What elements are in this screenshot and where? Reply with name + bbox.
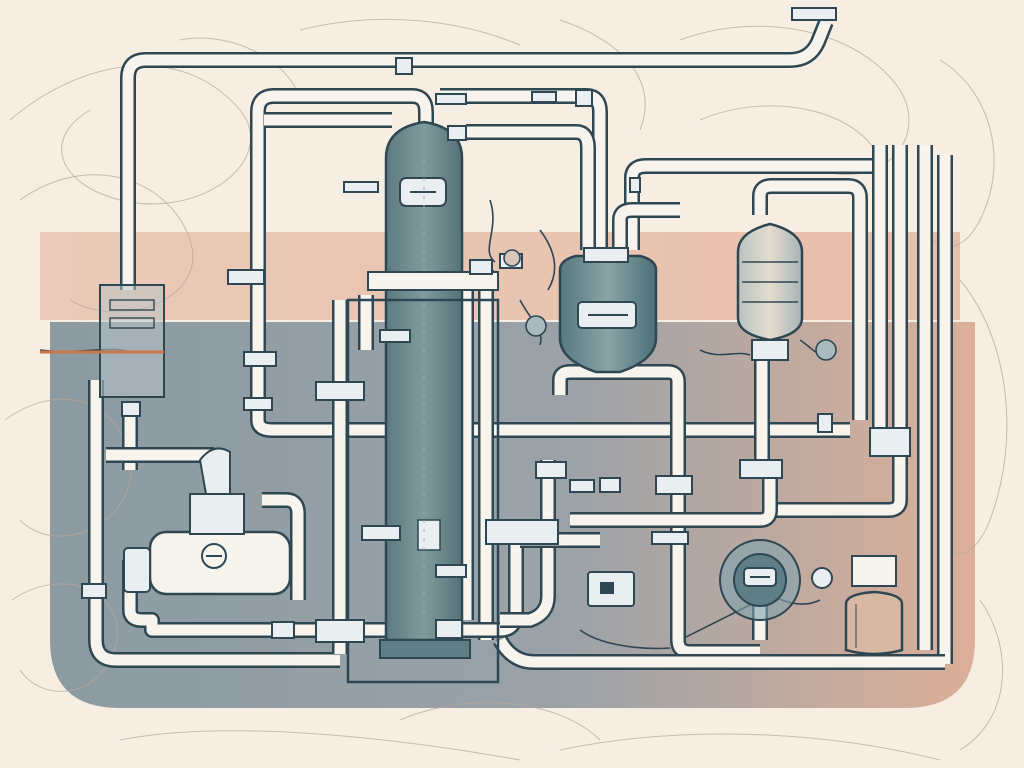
backdrop-band-upper <box>40 232 960 320</box>
column-support-frame <box>346 298 500 684</box>
feed-tank <box>558 247 658 374</box>
pump-unit <box>123 447 292 596</box>
column-top-cap <box>367 271 499 291</box>
small-dials <box>503 249 837 361</box>
pressure-gauge <box>719 539 833 621</box>
receiver-cylinder <box>844 555 904 656</box>
control-panel-box <box>40 284 165 398</box>
flanges <box>81 7 911 643</box>
storage-tank-right <box>736 222 804 361</box>
distillation-column <box>379 120 471 659</box>
instrument-box <box>587 571 635 607</box>
